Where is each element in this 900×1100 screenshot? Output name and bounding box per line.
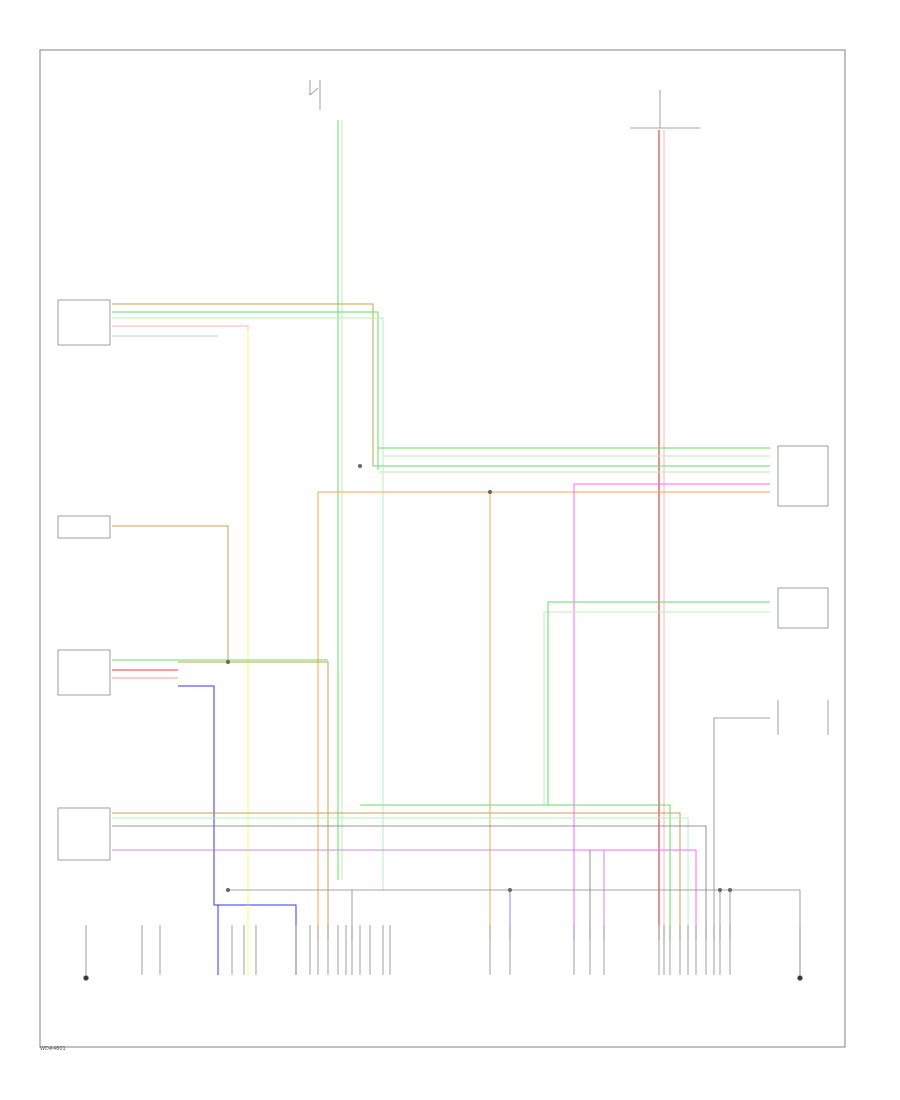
combination-meter <box>57 515 111 539</box>
wire-abs-green1 <box>112 311 379 470</box>
wire-cruise-tan <box>178 661 329 940</box>
ground-connector-right <box>797 925 803 981</box>
wire-neutral <box>713 717 770 940</box>
transmission-control-module <box>57 807 111 861</box>
splice-ground-3 <box>718 888 722 892</box>
footer-code: WD#4601 <box>40 1046 66 1052</box>
wire-tcm-gray <box>112 825 707 940</box>
wire-tcm-green <box>360 804 671 940</box>
wire-cruise-blue <box>178 685 297 975</box>
engine-control-module-2 <box>777 587 829 629</box>
abs-control-module <box>57 299 111 346</box>
cruise-control-module <box>57 649 111 696</box>
wire-abs-tan <box>112 303 374 466</box>
wire-abs-lightgreen <box>112 317 384 890</box>
hot-at-all-times-source <box>309 80 321 110</box>
overdrive-connector <box>141 925 161 975</box>
splice-ground-2 <box>508 888 512 892</box>
wire-tcm-pink <box>580 849 697 940</box>
overdrive-connector-2 <box>217 925 257 975</box>
test-mode-connector <box>489 925 511 975</box>
splice-green <box>358 464 362 468</box>
wire-tcm-tan <box>112 812 681 940</box>
splice-ground-4 <box>728 888 732 892</box>
optional-power-source <box>630 90 700 129</box>
neutral-switch <box>777 700 829 735</box>
wire-abs-pink <box>112 325 249 340</box>
splice-ground-1 <box>226 888 230 892</box>
wire-tcm-violet <box>112 849 605 940</box>
splice-cruise <box>226 660 230 664</box>
splice-orange <box>488 490 492 494</box>
wire-tcm-lightgreen <box>112 817 689 940</box>
abs-ground-connector <box>83 925 89 981</box>
check-connector <box>295 925 391 975</box>
underdash-connector <box>573 925 605 975</box>
diagram-frame <box>39 49 846 1048</box>
data-link-connector <box>658 925 731 975</box>
engine-control-module <box>777 445 829 507</box>
wire-meter-tan <box>112 525 229 660</box>
